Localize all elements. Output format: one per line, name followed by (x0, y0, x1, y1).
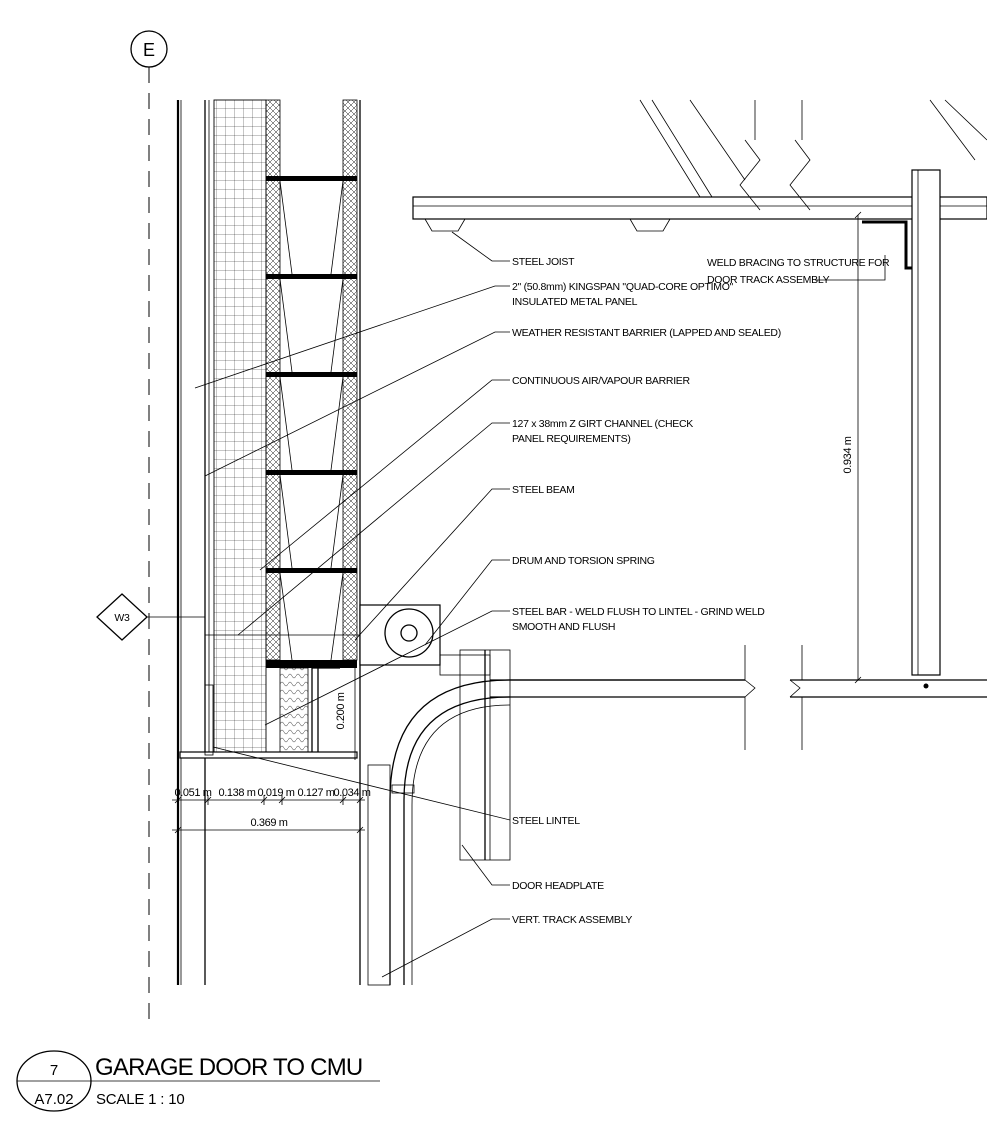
door-headplate-graphic (459, 649, 511, 861)
dim-0138: 0.138 m (219, 787, 256, 799)
note-wrb: WEATHER RESISTANT BARRIER (LAPPED AND SE… (512, 327, 781, 339)
detail-number: 7 (50, 1062, 58, 1079)
note-steel-lintel: STEEL LINTEL (512, 815, 580, 827)
note-steel-beam: STEEL BEAM (512, 484, 575, 496)
dimension-strings: 0.051 m 0.138 m 0.019 m 0.127 m 0.034 m … (172, 211, 862, 834)
curved-vertical-track (367, 679, 745, 986)
dim-0034: 0.034 m (334, 787, 371, 799)
detail-title-block: 7 A7.02 GARAGE DOOR TO CMU SCALE 1 : 10 (16, 1050, 380, 1112)
detail-scale: SCALE 1 : 10 (96, 1091, 185, 1108)
detail-title: GARAGE DOOR TO CMU (95, 1054, 362, 1081)
note-kingspan-line2: INSULATED METAL PANEL (512, 296, 638, 308)
sheet-number: A7.02 (34, 1091, 73, 1108)
dim-bracing-height: 0.934 m (842, 436, 854, 473)
note-weld-line1: WELD BRACING TO STRUCTURE FOR (707, 257, 890, 269)
note-drum: DRUM AND TORSION SPRING (512, 555, 655, 567)
note-door-headplate: DOOR HEADPLATE (512, 880, 604, 892)
wall-tag: W3 (96, 593, 360, 641)
note-zgirt-line1: 127 x 38mm Z GIRT CHANNEL (CHECK (512, 418, 693, 430)
dim-0019: 0.019 m (258, 787, 295, 799)
wall-tag-label: W3 (114, 612, 130, 624)
note-kingspan-line1: 2" (50.8mm) KINGSPAN "QUAD-CORE OPTIMO" (512, 281, 734, 293)
note-steel-joist: STEEL JOIST (512, 256, 575, 268)
leaders (194, 231, 886, 978)
note-steel-bar-line1: STEEL BAR - WELD FLUSH TO LINTEL - GRIND… (512, 606, 765, 618)
note-vert-track: VERT. TRACK ASSEMBLY (512, 914, 632, 926)
drum-and-spring (359, 604, 491, 676)
dim-0127: 0.127 m (298, 787, 335, 799)
wall-assembly (176, 99, 361, 985)
steel-lintel (179, 660, 358, 759)
dim-0051: 0.051 m (175, 787, 212, 799)
vertical-bracing (862, 169, 941, 676)
dim-lintel-height: 0.200 m (335, 692, 347, 729)
steel-joist-graphic (412, 99, 987, 232)
note-air-vapour: CONTINUOUS AIR/VAPOUR BARRIER (512, 375, 691, 387)
annotations: STEEL JOIST 2" (50.8mm) KINGSPAN "QUAD-C… (512, 256, 890, 926)
note-zgirt-line2: PANEL REQUIREMENTS) (512, 433, 631, 445)
dim-0369: 0.369 m (251, 817, 288, 829)
grid-bubble-label: E (143, 40, 155, 60)
cmu-block-courses (266, 176, 357, 661)
note-steel-bar-line2: SMOOTH AND FLUSH (512, 621, 615, 633)
grid-line-e: E (130, 30, 168, 1020)
note-weld-line2: DOOR TRACK ASSEMBLY (707, 274, 830, 286)
